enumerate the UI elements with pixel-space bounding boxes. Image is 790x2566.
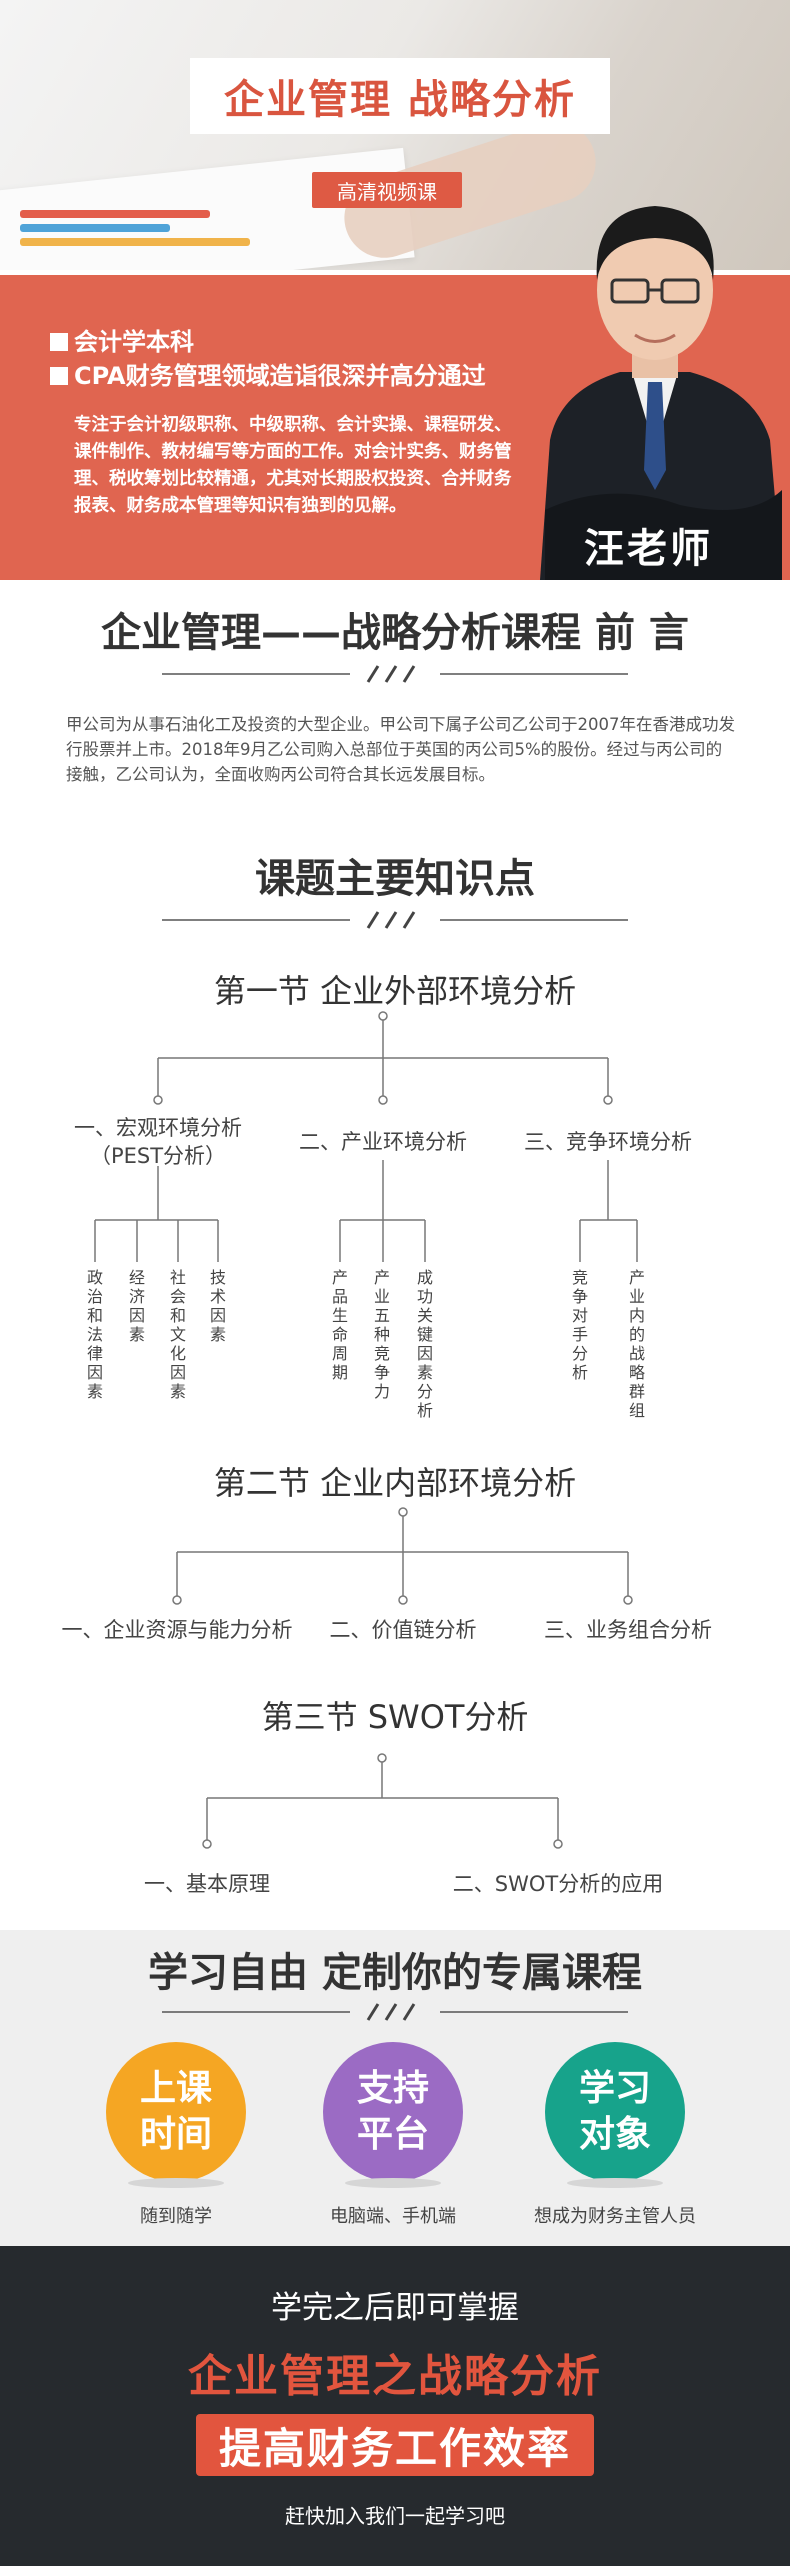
hero-chart-graphic <box>20 210 320 246</box>
section1-title: 第一节 企业外部环境分析 <box>213 972 577 1010</box>
node-swot-application: 二、SWOT分析的应用 <box>452 1872 664 1896</box>
leaf-five-forces: 产业五种竞争力 <box>373 1268 390 1401</box>
leaf-product-lifecycle: 产品生命周期 <box>331 1268 348 1382</box>
feature-circle: 支持平台 <box>323 2042 463 2182</box>
node-competitive-environment: 三、竞争环境分析 <box>524 1130 692 1154</box>
credential-item: 会计学本科 <box>50 325 486 359</box>
footer-line3: 提高财务工作效率 <box>218 2423 571 2473</box>
footer-section <box>0 2246 790 2566</box>
circle-shadow <box>345 2178 441 2188</box>
leaf-competitor-analysis: 竞争对手分析 <box>571 1268 588 1382</box>
leaf-key-success-factors: 成功关键因素分析 <box>416 1268 433 1420</box>
slash-divider-icon <box>162 665 628 683</box>
intro-text: 甲公司为从事石油化工及投资的大型企业。甲公司下属子公司乙公司于2007年在香港成… <box>66 715 735 784</box>
intro-title: 企业管理——战略分析课程 前 言 <box>101 610 689 656</box>
leaf-technology: 技术因素 <box>209 1268 226 1344</box>
node-basic-principles: 一、基本原理 <box>144 1872 270 1896</box>
square-bullet-icon <box>50 367 68 385</box>
teacher-credentials: 会计学本科 CPA财务管理领域造诣很深并高分通过 <box>50 325 486 393</box>
node-business-portfolio: 三、业务组合分析 <box>544 1618 712 1642</box>
footer-line1: 学完之后即可掌握 <box>271 2290 519 2326</box>
feature-platform: 支持平台 <box>323 2042 463 2192</box>
leaf-economic: 经济因素 <box>128 1268 145 1344</box>
node-value-chain: 二、价值链分析 <box>329 1618 477 1642</box>
footer-highlight-box: 提高财务工作效率 <box>196 2414 594 2476</box>
node-industry-environment: 二、产业环境分析 <box>299 1130 467 1154</box>
circle-shadow <box>128 2178 224 2188</box>
course-title-box: 企业管理 战略分析 <box>190 58 610 134</box>
video-course-tag: 高清视频课 <box>312 172 462 208</box>
leaf-political-legal: 政治和法律因素 <box>86 1268 103 1401</box>
square-bullet-icon <box>50 333 68 351</box>
feature-class-time: 上课时间 <box>106 2042 246 2192</box>
teacher-name: 汪老师 <box>584 526 713 572</box>
slash-divider-icon <box>162 2003 628 2021</box>
course-title: 企业管理 战略分析 <box>224 77 576 123</box>
footer-line2: 企业管理之战略分析 <box>188 2351 602 2402</box>
footer-cta[interactable]: 赶快加入我们一起学习吧 <box>285 2504 505 2528</box>
teacher-portrait <box>540 206 782 580</box>
section3-title: 第三节 SWOT分析 <box>261 1698 529 1736</box>
feature-audience-desc: 想成为财务主管人员 <box>534 2206 696 2227</box>
feature-platform-desc: 电脑端、手机端 <box>330 2206 456 2227</box>
leaf-social-cultural: 社会和文化因素 <box>169 1268 186 1401</box>
node-resources-capabilities: 一、企业资源与能力分析 <box>61 1618 293 1642</box>
node-pest: （PEST分析） <box>89 1144 227 1168</box>
leaf-strategic-groups: 产业内的战略群组 <box>628 1268 645 1420</box>
knowledge-title: 课题主要知识点 <box>255 856 535 902</box>
circle-shadow <box>567 2178 663 2188</box>
feature-audience: 学习对象 <box>545 2042 685 2192</box>
credential-item: CPA财务管理领域造诣很深并高分通过 <box>50 359 486 393</box>
feature-circle: 上课时间 <box>106 2042 246 2182</box>
slash-divider-icon <box>162 911 628 929</box>
section2-title: 第二节 企业内部环境分析 <box>213 1464 577 1502</box>
features-title: 学习自由 定制你的专属课程 <box>148 1950 642 1996</box>
teacher-bio: 专注于会计初级职称、中级职称、会计实操、课程研发、课件制作、教材编写等方面的工作… <box>74 415 512 516</box>
feature-circle: 学习对象 <box>545 2042 685 2182</box>
node-macro-environment: 一、宏观环境分析 <box>74 1116 242 1140</box>
feature-class-time-desc: 随到随学 <box>140 2206 212 2227</box>
